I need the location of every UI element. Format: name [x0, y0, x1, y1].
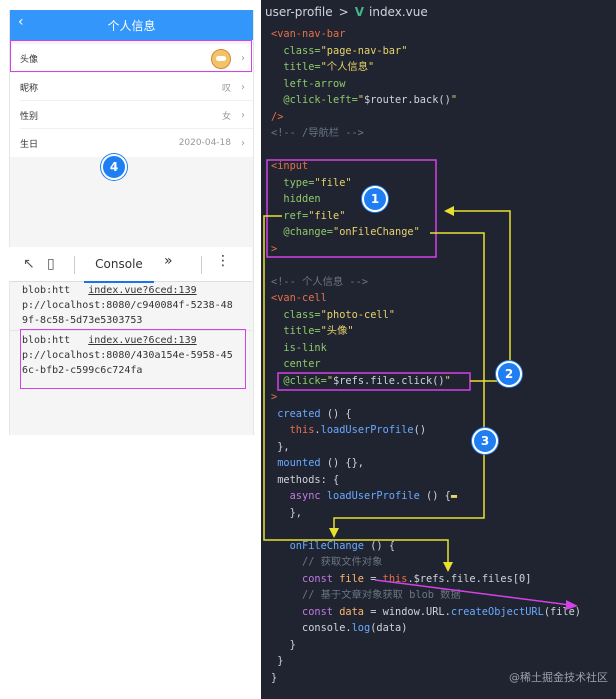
device-toggle-icon[interactable]: ▯ [47, 256, 55, 272]
nickname-cell[interactable]: 昵称 叹 › [10, 73, 253, 101]
breadcrumb-separator: > [338, 5, 349, 19]
cell-title: 昵称 [20, 83, 39, 94]
birthday-cell[interactable]: 生日 2020-04-18 › [10, 129, 253, 157]
chevron-left-icon[interactable]: ‹ [18, 14, 24, 30]
breadcrumb-folder[interactable]: user-profile [265, 5, 333, 19]
chevron-right-icon: › [241, 81, 245, 93]
step-badge-1: 1 [362, 186, 388, 212]
step-badge-4: 4 [101, 154, 127, 180]
mobile-preview-panel: ‹ 个人信息 头像 › 昵称 叹 › 性别 女 › 生日 2020-04-18 … [0, 0, 260, 699]
cell-title: 性别 [20, 111, 39, 122]
breadcrumb-file[interactable]: index.vue [369, 5, 428, 19]
photo-cell[interactable]: 头像 › [10, 44, 253, 72]
log-text: p://localhost:8080/c940084f-5238-489f-8c… [22, 300, 233, 326]
code-block-nav: <van-nav-bar class="page-nav-bar" title=… [271, 28, 582, 684]
kebab-menu-icon[interactable]: ⋮ [216, 253, 230, 269]
avatar [211, 49, 231, 69]
chevron-right-icon: › [241, 52, 245, 64]
page-nav-bar: ‹ 个人信息 [10, 10, 253, 40]
divider [20, 100, 253, 101]
code-editor: user-profile > V index.vue <van-nav-bar … [261, 0, 616, 699]
log-text: blob:htt [22, 285, 71, 296]
cell-value: 女 [221, 111, 231, 122]
cell-value: 叹 [221, 83, 231, 94]
devtools-toolbar: ↖ ▯ Console » ⋮ [9, 247, 252, 283]
step-badge-2: 2 [496, 361, 522, 387]
console-log-entry: blob:htt index.vue?6ced:139 p://localhos… [22, 333, 234, 378]
mobile-screen: ‹ 个人信息 头像 › 昵称 叹 › 性别 女 › 生日 2020-04-18 … [9, 10, 254, 435]
chevron-right-icon: › [241, 137, 245, 149]
breadcrumb: user-profile > V index.vue [261, 0, 616, 24]
vue-file-icon: V [354, 5, 364, 19]
chevron-right-icon: › [241, 109, 245, 121]
photo-cell-highlight [10, 40, 252, 72]
divider [74, 256, 75, 274]
source-link[interactable]: index.vue?6ced:139 [88, 335, 197, 346]
cell-title: 头像 [20, 54, 39, 65]
step-badge-3: 3 [472, 428, 498, 454]
watermark: @稀土掘金技术社区 [509, 671, 608, 684]
log-text: p://localhost:8080/430a154e-5958-456c-bf… [22, 350, 233, 376]
source-link[interactable]: index.vue?6ced:139 [88, 285, 197, 296]
page-title: 个人信息 [107, 18, 156, 33]
console-log-entry: blob:htt index.vue?6ced:139 p://localhos… [22, 283, 234, 328]
tab-console[interactable]: Console [84, 253, 154, 283]
divider [9, 330, 252, 331]
gender-cell[interactable]: 性别 女 › [10, 101, 253, 129]
divider [201, 256, 202, 274]
more-tabs-icon[interactable]: » [164, 253, 173, 269]
divider [20, 128, 253, 129]
cell-title: 生日 [20, 139, 39, 150]
cell-value: 2020-04-18 [178, 138, 231, 148]
inspect-element-icon[interactable]: ↖ [23, 256, 35, 272]
log-entry-highlight [20, 329, 246, 389]
log-text: blob:htt [22, 335, 71, 346]
